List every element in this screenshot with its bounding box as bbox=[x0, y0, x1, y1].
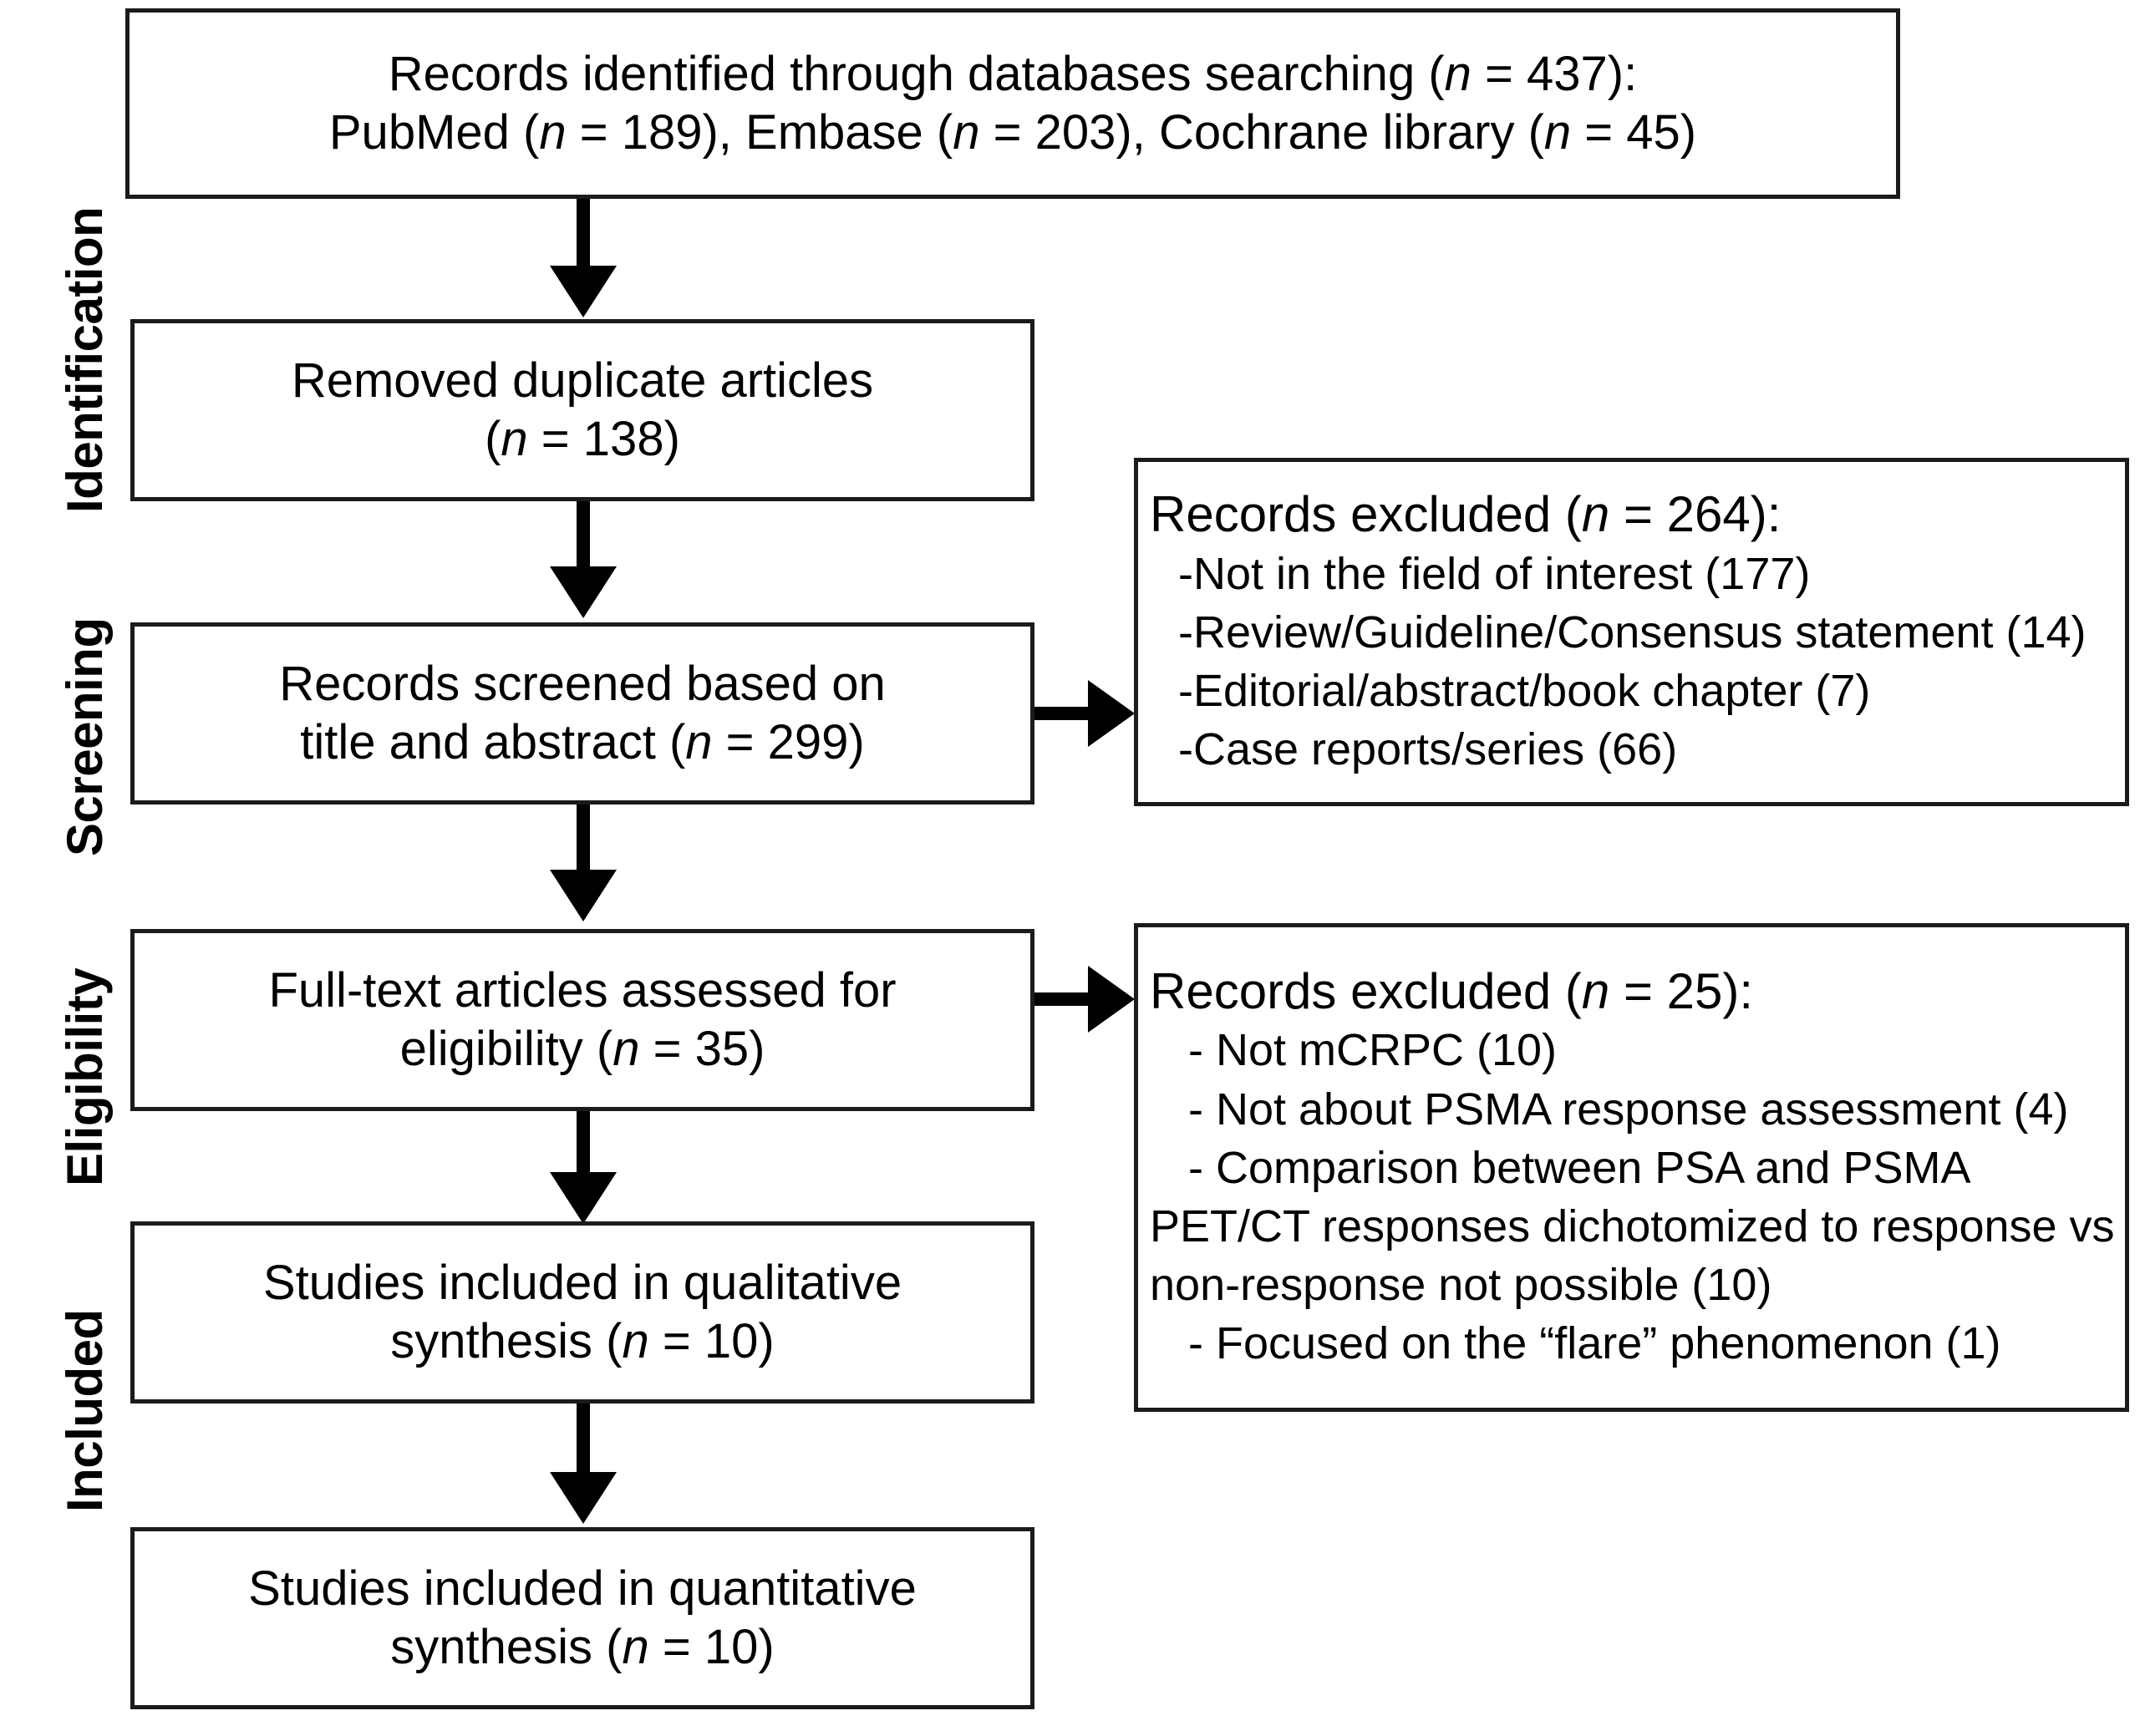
arrow-duplicates-to-screened-head bbox=[550, 566, 617, 618]
box-line: Studies included in quantitative bbox=[248, 1560, 917, 1618]
box-line: PubMed (n = 189), Embase (n = 203), Coch… bbox=[329, 104, 1696, 162]
box-line-text: Removed duplicate articles bbox=[291, 353, 874, 409]
exclusion-title-text: Records excluded (n = 25): bbox=[1150, 962, 1754, 1019]
italic-n: n bbox=[501, 412, 528, 466]
box-line: (n = 138) bbox=[485, 410, 680, 469]
arrow-fulltext-to-excluded-head bbox=[1088, 966, 1135, 1033]
italic-n: n bbox=[1581, 962, 1610, 1019]
box-line-text: synthesis (n = 10) bbox=[390, 1314, 775, 1368]
box-records-identified: Records identified through databases sea… bbox=[125, 8, 1900, 199]
box-line: synthesis (n = 10) bbox=[390, 1618, 774, 1677]
box-line-text: Records screened based on bbox=[279, 657, 886, 712]
box-line: eligibility (n = 35) bbox=[400, 1020, 765, 1079]
box-line: Records identified through databases sea… bbox=[389, 45, 1637, 104]
box-line-text: Full-text articles assessed for bbox=[268, 963, 897, 1018]
exclusion-item-text: non-response not possible (10) bbox=[1150, 1260, 1772, 1311]
stage-label-screening: Screening bbox=[57, 617, 113, 856]
exclusion-item-text: - Not about PSMA response assessment (4) bbox=[1188, 1084, 2069, 1134]
stage-label-eligibility: Eligibility bbox=[57, 967, 113, 1186]
italic-n: n bbox=[539, 105, 567, 160]
italic-n: n bbox=[1543, 105, 1572, 160]
exclusion-title: Records excluded (n = 264): bbox=[1150, 485, 1781, 545]
exclusion-item-text: -Editorial/abstract/book chapter (7) bbox=[1178, 665, 1871, 716]
arrow-screened-to-excluded-head bbox=[1088, 680, 1135, 747]
box-quantitative-synthesis: Studies included in quantitative synthes… bbox=[130, 1527, 1034, 1709]
box-records-screened: Records screened based on title and abst… bbox=[130, 622, 1034, 805]
exclusion-item: non-response not possible (10) bbox=[1150, 1256, 1771, 1314]
exclusion-item: -Case reports/series (66) bbox=[1150, 720, 1677, 779]
arrow-screened-to-excluded-stem bbox=[1034, 707, 1101, 720]
box-line-text: PubMed (n = 189), Embase (n = 203), Coch… bbox=[328, 105, 1697, 160]
exclusion-title-text: Records excluded (n = 264): bbox=[1150, 485, 1782, 542]
exclusion-item: -Not in the field of interest (177) bbox=[1150, 545, 1810, 603]
exclusion-item: PET/CT responses dichotomized to respons… bbox=[1150, 1197, 2115, 1256]
arrow-screened-to-fulltext-stem bbox=[577, 805, 590, 876]
box-duplicates-removed: Removed duplicate articles (n = 138) bbox=[130, 319, 1034, 501]
arrow-duplicates-to-screened-stem bbox=[577, 501, 590, 572]
exclusion-item: -Editorial/abstract/book chapter (7) bbox=[1150, 662, 1870, 720]
italic-n: n bbox=[953, 105, 980, 160]
box-qualitative-synthesis: Studies included in qualitative synthesi… bbox=[130, 1221, 1034, 1404]
box-line-text: synthesis (n = 10) bbox=[390, 1620, 775, 1674]
italic-n: n bbox=[612, 1022, 640, 1076]
box-line: Records screened based on bbox=[279, 655, 885, 713]
exclusion-item-text: PET/CT responses dichotomized to respons… bbox=[1150, 1200, 2115, 1251]
arrow-fulltext-to-qualitative-head bbox=[550, 1172, 617, 1224]
box-line: synthesis (n = 10) bbox=[390, 1312, 774, 1371]
arrow-fulltext-to-qualitative-stem bbox=[577, 1111, 590, 1178]
italic-n: n bbox=[1581, 485, 1610, 542]
arrow-fulltext-to-excluded-stem bbox=[1034, 992, 1101, 1006]
exclusion-item: -Review/Guideline/Consensus statement (1… bbox=[1150, 603, 2087, 662]
italic-n: n bbox=[622, 1620, 649, 1674]
arrow-qualitative-to-quantitative-stem bbox=[577, 1404, 590, 1477]
arrow-identified-to-duplicates-stem bbox=[577, 199, 590, 272]
exclusion-item: - Comparison between PSA and PSMA bbox=[1150, 1139, 1970, 1197]
arrow-identified-to-duplicates-head bbox=[550, 266, 617, 317]
exclusion-title: Records excluded (n = 25): bbox=[1150, 962, 1753, 1022]
box-line: Full-text articles assessed for bbox=[268, 962, 896, 1020]
exclusion-item: - Not about PSMA response assessment (4) bbox=[1150, 1080, 2068, 1139]
stage-label-included: Included bbox=[57, 1309, 113, 1512]
box-line-text: Studies included in qualitative bbox=[262, 1256, 902, 1311]
italic-n: n bbox=[622, 1314, 649, 1368]
box-line-text: Studies included in quantitative bbox=[248, 1561, 917, 1617]
box-full-text-assessed: Full-text articles assessed for eligibil… bbox=[130, 929, 1034, 1111]
exclusion-item-text: -Case reports/series (66) bbox=[1178, 724, 1678, 775]
arrow-qualitative-to-quantitative-head bbox=[550, 1472, 617, 1524]
box-records-excluded-eligibility: Records excluded (n = 25): - Not mCRPC (… bbox=[1134, 923, 2129, 1412]
italic-n: n bbox=[685, 715, 713, 769]
box-line: Removed duplicate articles bbox=[292, 352, 873, 410]
box-line-text: title and abstract (n = 299) bbox=[300, 715, 865, 769]
box-records-excluded-screening: Records excluded (n = 264): -Not in the … bbox=[1134, 458, 2129, 806]
stage-label-identification: Identification bbox=[57, 206, 113, 513]
box-line: Studies included in qualitative bbox=[263, 1254, 902, 1312]
box-line-text: (n = 138) bbox=[485, 412, 680, 466]
exclusion-item-text: -Review/Guideline/Consensus statement (1… bbox=[1178, 607, 2087, 657]
box-line-text: Records identified through databases sea… bbox=[388, 47, 1638, 102]
exclusion-item: - Focused on the “flare” phenomenon (1) bbox=[1150, 1314, 2001, 1373]
exclusion-item-text: - Not mCRPC (10) bbox=[1188, 1025, 1558, 1076]
exclusion-item: - Not mCRPC (10) bbox=[1150, 1021, 1557, 1079]
italic-n: n bbox=[1444, 47, 1472, 102]
box-line-text: eligibility (n = 35) bbox=[399, 1022, 765, 1076]
arrow-screened-to-fulltext-head bbox=[550, 870, 617, 921]
exclusion-item-text: -Not in the field of interest (177) bbox=[1178, 548, 1811, 599]
exclusion-item-text: - Focused on the “flare” phenomenon (1) bbox=[1188, 1318, 2001, 1369]
box-line: title and abstract (n = 299) bbox=[300, 713, 864, 772]
exclusion-item-text: - Comparison between PSA and PSMA bbox=[1188, 1142, 1971, 1193]
